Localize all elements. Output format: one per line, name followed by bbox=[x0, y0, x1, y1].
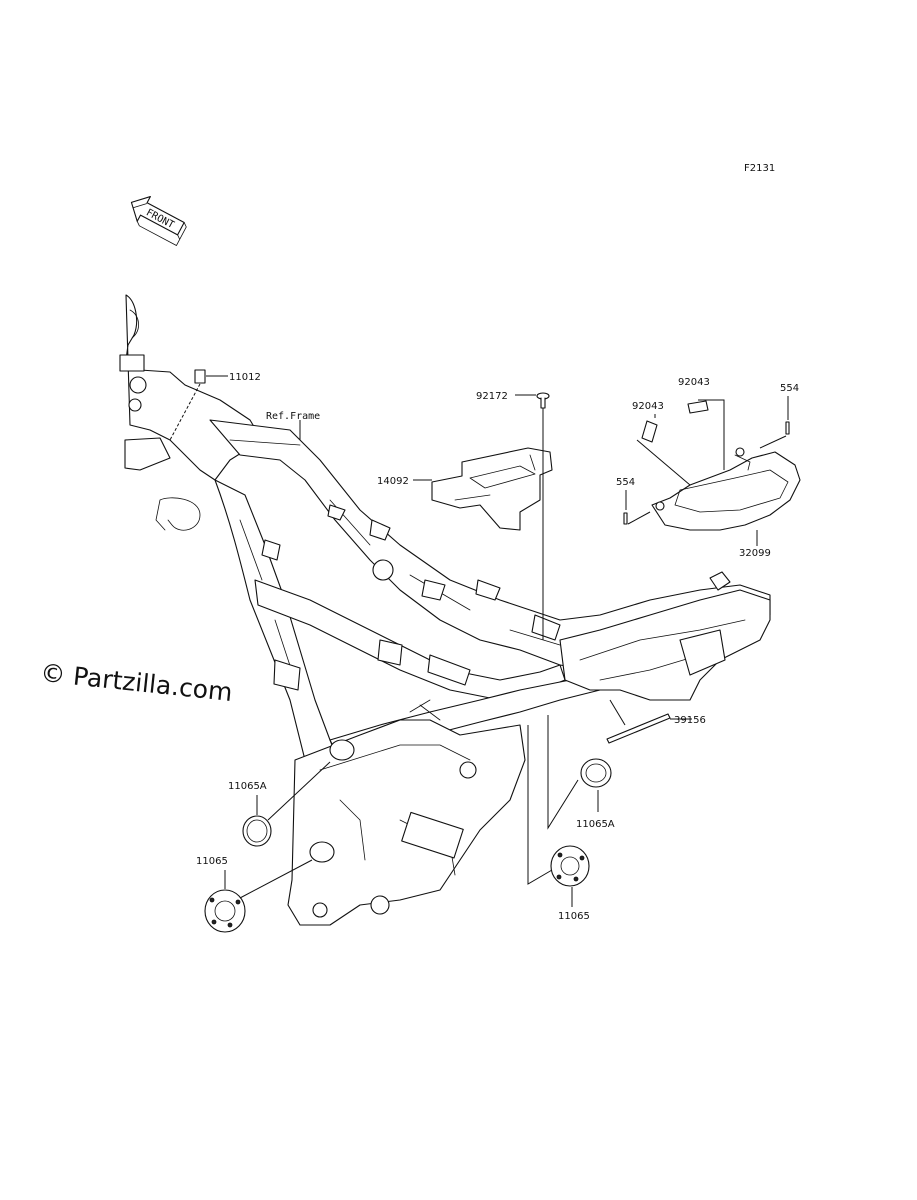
frame-cap-left bbox=[242, 739, 355, 863]
leader-lines bbox=[169, 375, 789, 907]
grommet-right bbox=[550, 845, 590, 887]
pin-92043-b bbox=[687, 400, 709, 414]
label-92043-left: 92043 bbox=[632, 401, 664, 412]
pin-11012 bbox=[194, 369, 206, 384]
cover-32099 bbox=[651, 447, 801, 531]
diagram-code: F2131 bbox=[744, 163, 775, 174]
label-ref-frame: Ref.Frame bbox=[266, 411, 320, 422]
label-92043-top: 92043 bbox=[678, 377, 710, 388]
front-arrow-icon: FRONT bbox=[130, 196, 187, 246]
label-11065-right: 11065 bbox=[558, 911, 590, 922]
motorcycle-frame bbox=[119, 294, 771, 926]
label-39156: 39156 bbox=[674, 715, 706, 726]
pin-92043-a bbox=[641, 420, 658, 443]
label-11065-left: 11065 bbox=[196, 856, 228, 867]
frame-cap-right bbox=[580, 758, 612, 788]
label-32099: 32099 bbox=[739, 548, 771, 559]
clip-554-right bbox=[785, 421, 790, 435]
label-11065A-right: 11065A bbox=[576, 819, 615, 830]
label-92172: 92172 bbox=[476, 391, 508, 402]
bracket-14092 bbox=[431, 447, 553, 531]
strap-39156 bbox=[606, 713, 671, 744]
label-554-left: 554 bbox=[616, 477, 635, 488]
label-11012: 11012 bbox=[229, 372, 261, 383]
bolt-92172 bbox=[536, 392, 550, 409]
label-11065A-left: 11065A bbox=[228, 781, 267, 792]
grommet-left bbox=[204, 889, 246, 933]
label-14092: 14092 bbox=[377, 476, 409, 487]
clip-554-left bbox=[623, 512, 628, 525]
label-554-right: 554 bbox=[780, 383, 799, 394]
